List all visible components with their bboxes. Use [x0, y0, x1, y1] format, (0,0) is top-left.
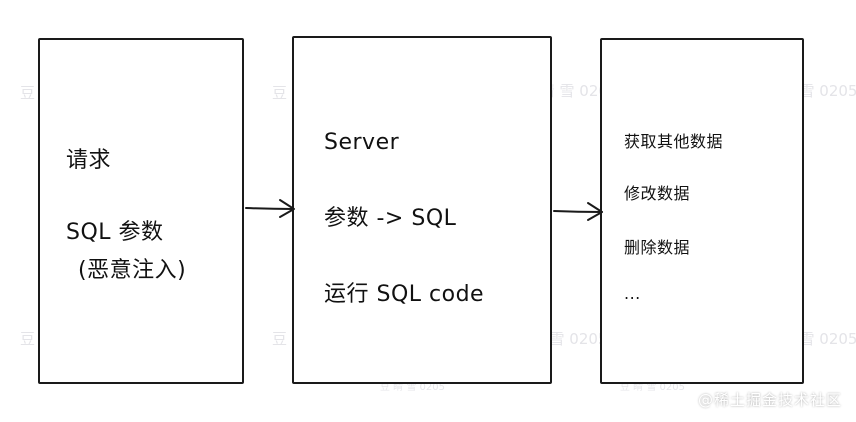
run-sql-code-label: 运行 SQL code	[324, 282, 485, 307]
watermark: 豆 睛 雪 0205	[380, 382, 445, 393]
request-label: 请求	[66, 148, 112, 173]
server-box	[292, 36, 552, 384]
source-credit: @稀土掘金技术社区	[697, 391, 842, 409]
result-box	[600, 38, 804, 384]
delete-data-item: 删除数据	[624, 238, 691, 257]
malicious-injection-label: (恶意注入)	[78, 258, 187, 283]
modify-data-item: 修改数据	[624, 184, 691, 203]
watermark: 豆 睛 雪 0205	[620, 382, 685, 393]
sql-params-label: SQL 参数	[66, 220, 164, 245]
params-to-sql-label: 参数 -> SQL	[324, 206, 457, 231]
get-other-data-item: 获取其他数据	[624, 132, 724, 151]
arrow-request-to-server	[245, 199, 295, 218]
server-label: Server	[324, 130, 400, 155]
ellipsis-item: ...	[624, 284, 641, 303]
request-box	[38, 38, 244, 384]
arrow-server-to-result	[553, 202, 603, 221]
